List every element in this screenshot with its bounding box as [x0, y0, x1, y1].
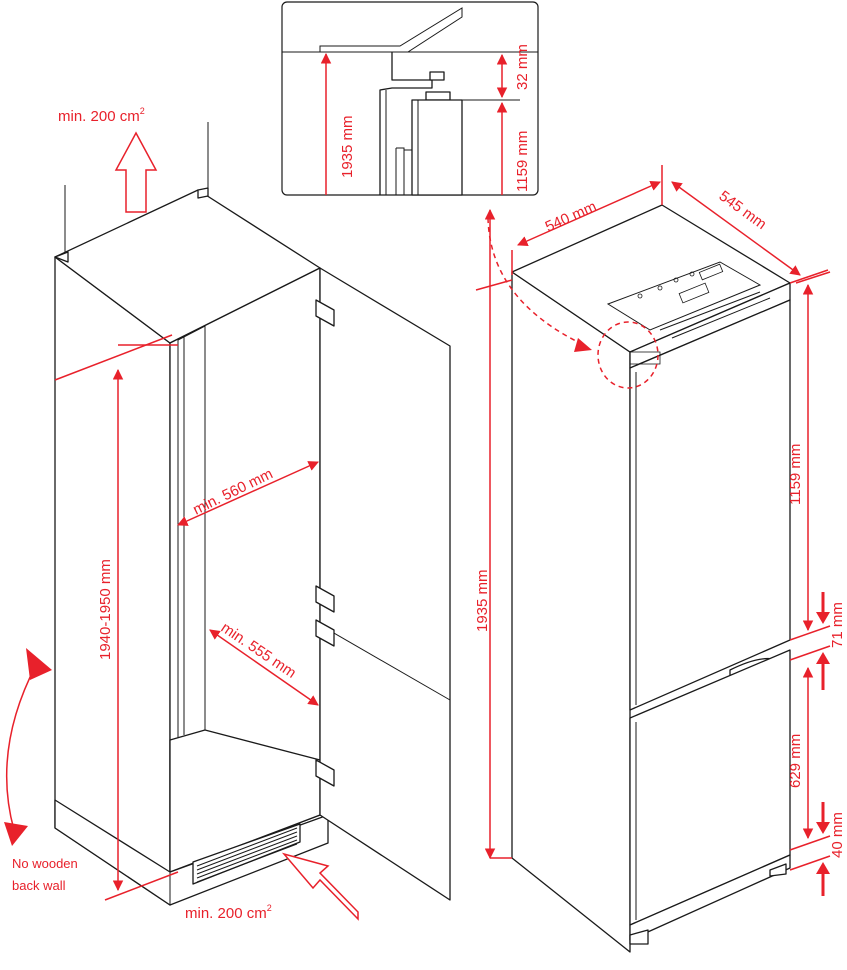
cabinet-drawing: min. 200 cm2 min. 200 cm2 1940-1950 mm m… — [4, 106, 451, 922]
door-gap-label: 71 mm — [829, 602, 846, 648]
freezer-door-label: 629 mm — [787, 734, 804, 788]
rotation-arrow-icon — [4, 648, 52, 846]
airflow-bottom-label: min. 200 cm2 — [185, 903, 272, 922]
detail-inset: 1935 mm 32 mm 1159 mm — [281, 1, 539, 196]
appliance-drawing: 540 mm 545 mm 1935 mm 1159 mm 71 mm 629 … — [474, 165, 846, 953]
up-arrow-icon — [816, 862, 830, 896]
appliance-height-label: 1935 mm — [474, 569, 491, 632]
appliance-width-label: 540 mm — [543, 198, 599, 236]
down-arrow-icon — [816, 592, 830, 624]
up-arrow-outline-icon — [114, 131, 158, 213]
cabinet-height-label: 1940-1950 mm — [97, 559, 114, 660]
down-arrow-icon — [816, 802, 830, 834]
detail-height-label: 1935 mm — [339, 115, 356, 178]
back-wall-label: back wall — [12, 878, 66, 893]
up-arrow-icon — [816, 652, 830, 690]
detail-hinge-label: 1159 mm — [514, 131, 531, 192]
airflow-top-label: min. 200 cm2 — [58, 106, 145, 125]
fridge-door-label: 1159 mm — [787, 444, 804, 505]
plinth-grille — [192, 823, 301, 885]
no-wooden-label: No wooden — [12, 856, 78, 871]
bottom-gap-label: 40 mm — [829, 812, 846, 858]
detail-gap-label: 32 mm — [514, 44, 531, 90]
diagonal-arrow-outline-icon — [281, 852, 359, 921]
appliance-depth-label: 545 mm — [716, 187, 770, 233]
